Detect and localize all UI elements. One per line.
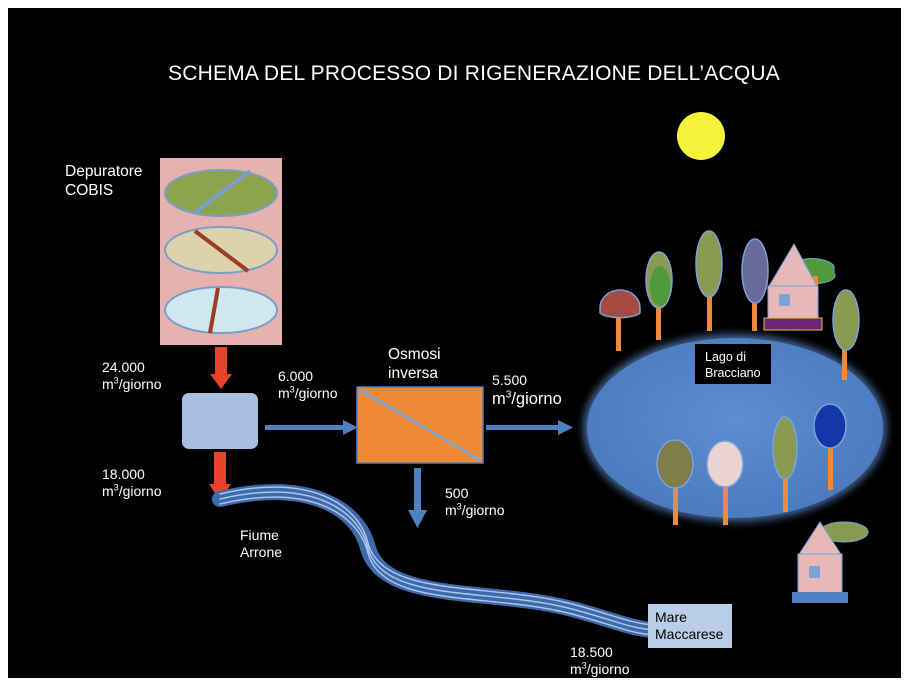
flow-to-lake-value: 5.500 (492, 372, 528, 388)
tree-icon (695, 230, 723, 331)
fiume-label: Fiume Arrone (240, 527, 282, 561)
tree-icon (645, 251, 673, 340)
mare-box (648, 604, 732, 648)
arrow-osmosi-lake (486, 420, 573, 435)
flow-to-osmosi-unit: m3/giorno (278, 384, 338, 401)
flow-to-river-label: 18.000 m3/giorno (102, 466, 162, 500)
lago-label: Lago di Bracciano (705, 349, 761, 381)
flow-reject-value: 500 (445, 485, 469, 501)
flow-to-sea-unit: m3/giorno (570, 660, 630, 677)
mare-label-line2: Maccarese (655, 626, 724, 642)
lago-label-line2: Bracciano (705, 366, 761, 380)
flow-to-lake-label: 5.500 m3/giorno (492, 372, 562, 409)
diagram-artwork (160, 112, 887, 648)
diagram-title: SCHEMA DEL PROCESSO DI RIGENERAZIONE DEL… (168, 62, 780, 85)
osmosi-label-line1: Osmosi (388, 346, 441, 363)
mare-label: Mare Maccarese (655, 609, 723, 643)
flow-to-sea-value: 18.500 (570, 644, 613, 660)
fiume-arrone-river (212, 484, 661, 638)
depuratore-label: Depuratore COBIS (65, 162, 143, 200)
flow-reject-label: 500 m3/giorno (445, 485, 505, 519)
fiume-label-line1: Fiume (240, 527, 279, 543)
diagram-slide: SCHEMA DEL PROCESSO DI RIGENERAZIONE DEL… (8, 8, 901, 678)
flow-to-lake-unit: m3/giorno (492, 389, 562, 408)
osmosi-label: Osmosi inversa (388, 345, 441, 383)
depuratore-label-line2: COBIS (65, 182, 114, 199)
arrow-osmosi-reject (408, 468, 427, 528)
sun-icon (677, 112, 725, 160)
arrow-splitter-osmosi (265, 420, 358, 435)
lago-label-line1: Lago di (705, 350, 747, 364)
tree-icon (656, 439, 694, 525)
flow-inflow-unit: m3/giorno (102, 375, 162, 392)
house-icon (792, 521, 869, 603)
tree-icon (813, 403, 847, 490)
flow-to-river-unit: m3/giorno (102, 482, 162, 499)
house-icon (763, 242, 823, 331)
tree-icon (706, 440, 744, 525)
osmosi-label-line2: inversa (388, 365, 438, 382)
tree-icon (772, 416, 798, 512)
flow-to-river-value: 18.000 (102, 466, 145, 482)
tree-icon (832, 289, 860, 380)
flow-inflow-value: 24.000 (102, 359, 145, 375)
flow-inflow-label: 24.000 m3/giorno (102, 359, 162, 393)
depuratore-label-line1: Depuratore (65, 163, 143, 180)
tree-icon (741, 238, 769, 331)
tree-icon (599, 289, 641, 351)
mare-label-line1: Mare (655, 609, 687, 625)
osmosi-box (356, 386, 484, 464)
flow-reject-unit: m3/giorno (445, 501, 505, 518)
flow-to-sea-label: 18.500 m3/giorno (570, 644, 630, 678)
arrow-depuratore-splitter (210, 347, 232, 389)
flow-to-osmosi-label: 6.000 m3/giorno (278, 368, 338, 402)
fiume-label-line2: Arrone (240, 544, 283, 560)
flow-to-osmosi-value: 6.000 (278, 368, 314, 384)
splitter-box (182, 393, 258, 449)
depuratore-box (160, 158, 282, 345)
